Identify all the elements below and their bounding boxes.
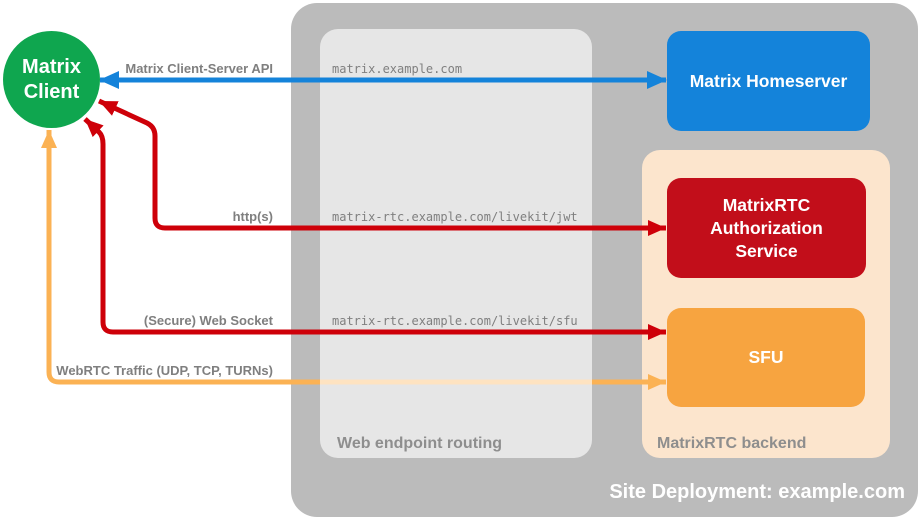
web-endpoint-routing-box bbox=[320, 29, 592, 458]
matrix-client-label: Matrix Client bbox=[22, 55, 81, 103]
matrixrtc-backend-label: MatrixRTC backend bbox=[657, 435, 807, 452]
endpoint-livekit-sfu: matrix-rtc.example.com/livekit/sfu bbox=[332, 314, 578, 328]
matrix-homeserver-node: Matrix Homeserver bbox=[667, 31, 870, 131]
webrtc-traffic-label: WebRTC Traffic (UDP, TCP, TURNs) bbox=[56, 363, 273, 378]
websocket-label: (Secure) Web Socket bbox=[143, 313, 273, 328]
web-endpoint-routing-label: Web endpoint routing bbox=[337, 435, 503, 452]
matrix-client-node: Matrix Client bbox=[3, 31, 100, 128]
sfu-node: SFU bbox=[667, 308, 865, 407]
client-server-api-label: Matrix Client-Server API bbox=[125, 61, 273, 76]
matrixrtc-authorization-service-node: MatrixRTC Authorization Service bbox=[667, 178, 866, 278]
endpoint-livekit-jwt: matrix-rtc.example.com/livekit/jwt bbox=[332, 210, 578, 224]
sfu-label: SFU bbox=[748, 347, 784, 367]
matrixrtc-authorization-service-label: MatrixRTC Authorization Service bbox=[710, 194, 823, 261]
endpoint-matrix: matrix.example.com bbox=[332, 62, 463, 76]
site-deployment-title: Site Deployment: example.com bbox=[609, 481, 905, 503]
https-label: http(s) bbox=[232, 209, 273, 224]
matrix-homeserver-label: Matrix Homeserver bbox=[689, 70, 848, 91]
